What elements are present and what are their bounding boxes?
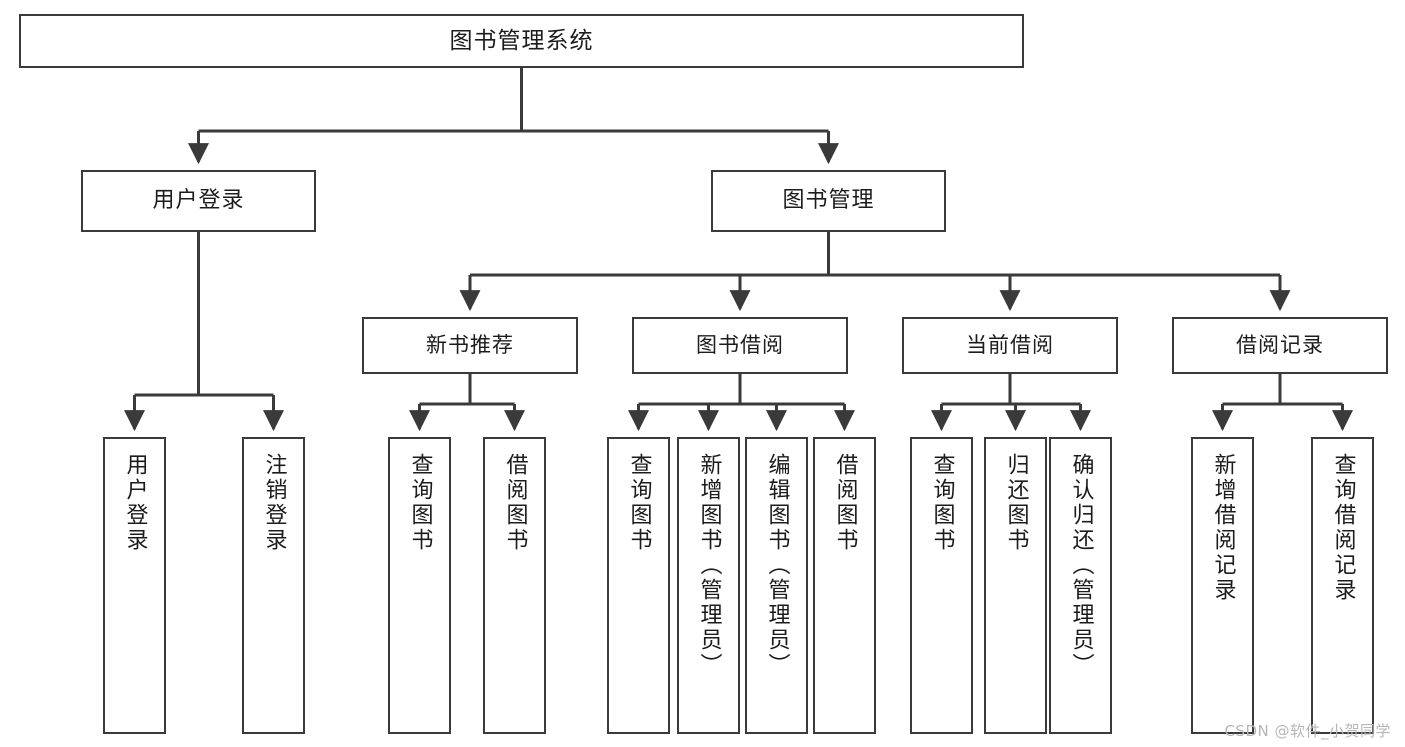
leaf-query-book-borrow-label: 查询图书 <box>626 453 652 553</box>
leaf-confirm-return-admin[interactable]: 确认归还（管理员） <box>1049 437 1112 734</box>
leaf-return-book[interactable]: 归还图书 <box>984 437 1047 734</box>
node-book-borrow[interactable]: 图书借阅 <box>632 317 848 374</box>
node-borrow-record[interactable]: 借阅记录 <box>1172 317 1388 374</box>
leaf-borrow-book-recommend[interactable]: 借阅图书 <box>483 437 546 734</box>
node-root-label: 图书管理系统 <box>449 27 594 54</box>
leaf-query-book-borrow[interactable]: 查询图书 <box>607 437 670 734</box>
node-root[interactable]: 图书管理系统 <box>19 14 1024 68</box>
node-user-login-label: 用户登录 <box>152 188 245 214</box>
node-book-borrow-label: 图书借阅 <box>696 333 784 358</box>
watermark: CSDN @软件_小贺同学 <box>1224 722 1391 740</box>
leaf-query-borrow-record[interactable]: 查询借阅记录 <box>1311 437 1374 734</box>
leaf-query-book-current-label: 查询图书 <box>929 453 955 553</box>
leaf-query-book-current[interactable]: 查询图书 <box>910 437 973 734</box>
leaf-borrow-book-recommend-label: 借阅图书 <box>502 453 528 553</box>
node-new-book-recommend[interactable]: 新书推荐 <box>362 317 578 374</box>
leaf-edit-book-admin-label: 编辑图书（管理员） <box>764 453 790 678</box>
leaf-return-book-label: 归还图书 <box>1003 453 1029 553</box>
leaf-user-login[interactable]: 用户登录 <box>103 437 166 734</box>
leaf-confirm-return-admin-label: 确认归还（管理员） <box>1068 453 1094 678</box>
leaf-query-borrow-record-label: 查询借阅记录 <box>1330 453 1356 603</box>
leaf-edit-book-admin[interactable]: 编辑图书（管理员） <box>745 437 808 734</box>
node-current-borrow-label: 当前借阅 <box>966 333 1054 358</box>
leaf-add-borrow-record[interactable]: 新增借阅记录 <box>1191 437 1254 734</box>
node-user-login[interactable]: 用户登录 <box>81 170 316 232</box>
node-book-management[interactable]: 图书管理 <box>711 170 946 232</box>
node-new-book-recommend-label: 新书推荐 <box>426 333 514 358</box>
node-book-management-label: 图书管理 <box>782 188 875 214</box>
leaf-add-borrow-record-label: 新增借阅记录 <box>1210 453 1236 603</box>
leaf-user-logout[interactable]: 注销登录 <box>242 437 305 734</box>
node-borrow-record-label: 借阅记录 <box>1236 333 1324 358</box>
leaf-user-login-label: 用户登录 <box>122 453 148 553</box>
leaf-user-logout-label: 注销登录 <box>261 453 287 553</box>
leaf-borrow-book-label: 借阅图书 <box>832 453 858 553</box>
node-current-borrow[interactable]: 当前借阅 <box>902 317 1118 374</box>
leaf-add-book-admin[interactable]: 新增图书（管理员） <box>677 437 740 734</box>
leaf-query-book-recommend-label: 查询图书 <box>407 453 433 553</box>
leaf-borrow-book[interactable]: 借阅图书 <box>813 437 876 734</box>
leaf-query-book-recommend[interactable]: 查询图书 <box>388 437 451 734</box>
leaf-add-book-admin-label: 新增图书（管理员） <box>696 453 722 678</box>
